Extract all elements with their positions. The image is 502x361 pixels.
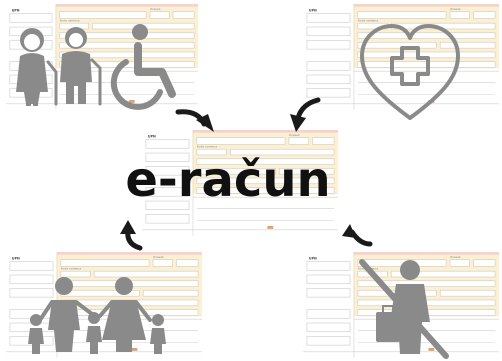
e-invoice-label: e-račun [125,152,330,208]
form-amount-label: Znesek [153,255,164,259]
arrow-from-top-left [175,109,214,132]
upn-form-top-left: UPN Znesek Koda namena [5,3,199,111]
upn-form-bottom-left: UPN Znesek Koda namena [5,251,203,359]
wheelchair-icon [110,24,176,110]
upn-form-center: UPN Znesek Koda namena [141,129,339,237]
form-code-label: Koda namena [197,144,217,148]
form-code-label: Koda namena [358,18,378,22]
arrow-to-bottom-left [120,220,143,251]
upn-form-top-right: UPN Znesek Koda namena [302,3,500,111]
heart-medical-cross-icon [360,24,460,120]
form-code: UPN [309,257,317,261]
form-code: UPN [12,257,20,261]
family-icon [28,277,166,354]
form-code: UPN [148,135,156,139]
arrow-to-bottom-right [342,224,373,247]
form-amount-label: Znesek [150,7,161,11]
form-code: UPN [309,9,317,13]
form-amount-label: Znesek [289,133,300,137]
form-amount-label: Znesek [450,255,461,259]
form-code: UPN [12,9,20,13]
form-code-label: Koda namena [60,18,80,22]
no-business-traveler-icon [359,259,449,359]
form-code-label: Koda namena [61,266,81,270]
arrow-from-top-right [290,97,321,132]
elderly-couple-icon [16,27,102,106]
form-amount-label: Znesek [450,7,461,11]
